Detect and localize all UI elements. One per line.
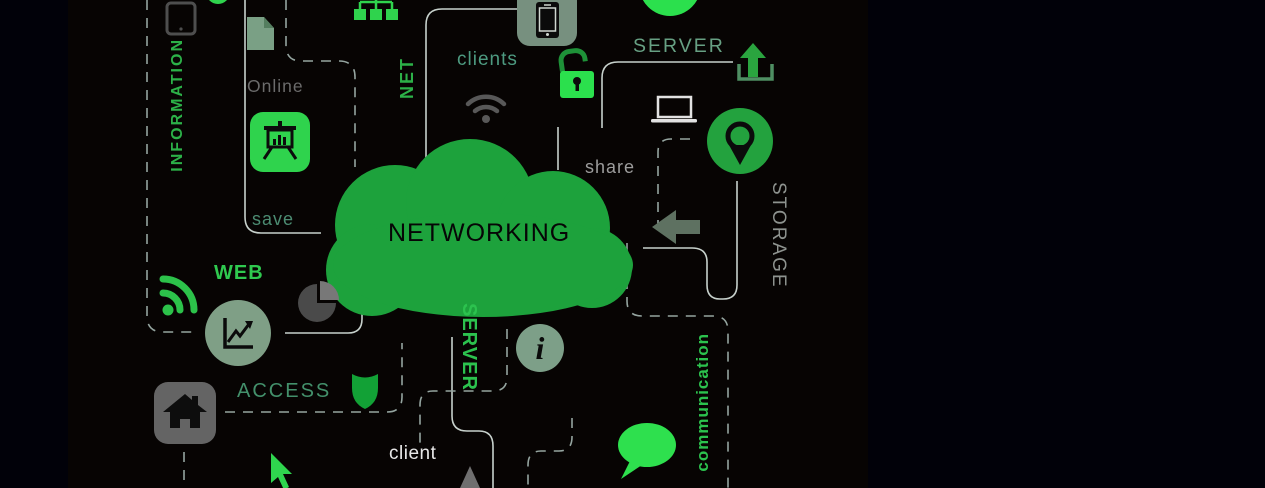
upload-icon — [737, 43, 774, 81]
shield-icon — [352, 374, 378, 409]
presentation-board-icon — [250, 112, 310, 172]
networking-label: NETWORKING — [388, 219, 571, 247]
connector-line — [643, 181, 738, 300]
rss-icon — [159, 275, 198, 316]
hierarchy-icon — [354, 0, 398, 20]
connector-line-dashed — [527, 418, 573, 488]
line-chart-icon — [205, 300, 271, 366]
left-arrow-icon — [652, 210, 700, 244]
online-label: Online — [247, 76, 304, 96]
document-icon — [247, 17, 274, 50]
information-label: INFORMATION — [169, 38, 186, 172]
save-label: save — [252, 209, 295, 229]
share-label: share — [585, 157, 636, 177]
connector-line-dashed — [626, 243, 729, 488]
connector-line-dashed — [285, 0, 356, 167]
up-arrow-icon — [460, 466, 480, 488]
connector-line-dashed — [146, 0, 199, 333]
connector-line — [601, 61, 733, 128]
wifi-icon — [465, 94, 507, 123]
storage-label: STORAGE — [768, 182, 789, 289]
circle-top-right — [642, 0, 698, 16]
connector-line-dashed — [657, 138, 690, 228]
svg-text:i: i — [536, 330, 545, 366]
communication-label: communication — [693, 333, 712, 472]
connector-line — [451, 337, 494, 488]
tablet-icon — [165, 1, 197, 36]
location-pin-icon — [707, 108, 773, 174]
access-label: ACCESS — [237, 380, 332, 402]
server-mid-label: SERVER — [458, 303, 480, 391]
padlock-open-icon — [558, 48, 594, 98]
net-label: NET — [397, 57, 417, 99]
cloud-shape — [326, 139, 633, 317]
connector-line-dashed — [225, 343, 403, 413]
connector-line — [244, 0, 321, 234]
client-label: client — [389, 443, 437, 464]
connector-lines — [146, 0, 738, 488]
cursor-icon — [271, 453, 292, 488]
laptop-icon — [651, 95, 697, 123]
connector-line — [285, 262, 363, 334]
clients-label: clients — [457, 49, 518, 70]
circle-top-left — [209, 0, 227, 4]
connector-line — [425, 8, 518, 170]
server-top-label: SERVER — [633, 35, 725, 57]
smartphone-icon — [517, 0, 577, 46]
pie-chart-icon — [298, 281, 339, 322]
home-icon — [154, 382, 216, 444]
web-label: WEB — [214, 262, 264, 284]
info-icon: i — [516, 324, 564, 372]
speech-bubble-icon — [618, 423, 676, 479]
connector-line-dashed — [419, 329, 508, 450]
